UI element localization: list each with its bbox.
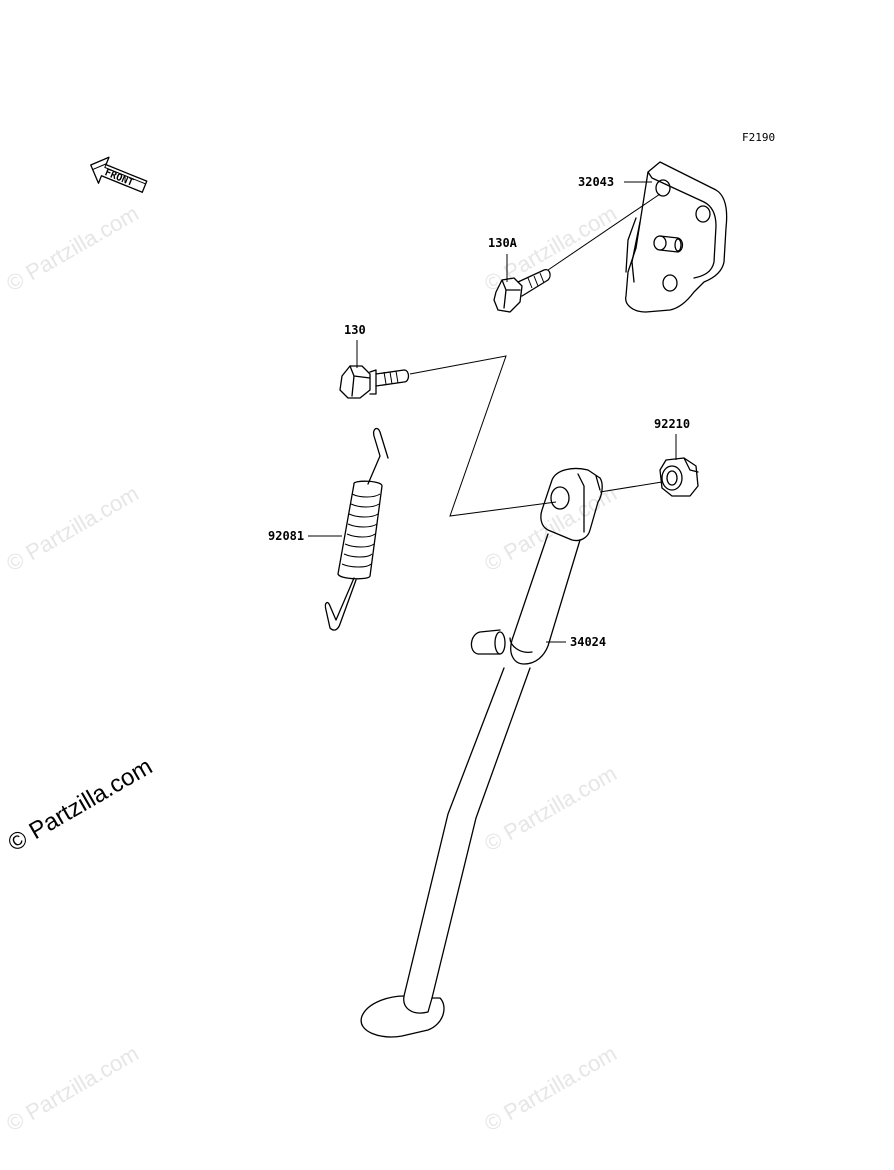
part-label-92081: 92081 bbox=[268, 529, 304, 543]
watermark-layer: © Partzilla.com © Partzilla.com © Partzi… bbox=[2, 201, 621, 1137]
watermark-faint: © Partzilla.com bbox=[2, 1041, 143, 1137]
bracket-32043 bbox=[625, 161, 728, 313]
watermark-faint: © Partzilla.com bbox=[480, 481, 621, 577]
nut-92210 bbox=[659, 457, 699, 497]
watermark-faint: © Partzilla.com bbox=[480, 1041, 621, 1137]
diagram-code: F2190 bbox=[742, 131, 775, 144]
leader-130-to-stand bbox=[409, 355, 557, 517]
bolt-130 bbox=[339, 365, 410, 399]
leader-92210-to-stand bbox=[599, 481, 663, 493]
watermark-main: © Partzilla.com bbox=[4, 753, 158, 857]
part-label-34024: 34024 bbox=[570, 635, 606, 649]
part-label-32043: 32043 bbox=[578, 175, 614, 189]
part-label-130: 130 bbox=[344, 323, 366, 337]
watermark-faint: © Partzilla.com bbox=[2, 201, 143, 297]
side-stand-34024 bbox=[360, 467, 603, 1038]
part-label-130A: 130A bbox=[488, 236, 518, 250]
part-label-92210: 92210 bbox=[654, 417, 690, 431]
watermark-faint: © Partzilla.com bbox=[2, 481, 143, 577]
front-arrow: FRONT bbox=[90, 156, 148, 193]
spring-92081 bbox=[324, 427, 389, 631]
leader-130A-to-bracket bbox=[547, 193, 661, 271]
bolt-130A bbox=[493, 269, 551, 313]
watermark-faint: © Partzilla.com bbox=[480, 761, 621, 857]
